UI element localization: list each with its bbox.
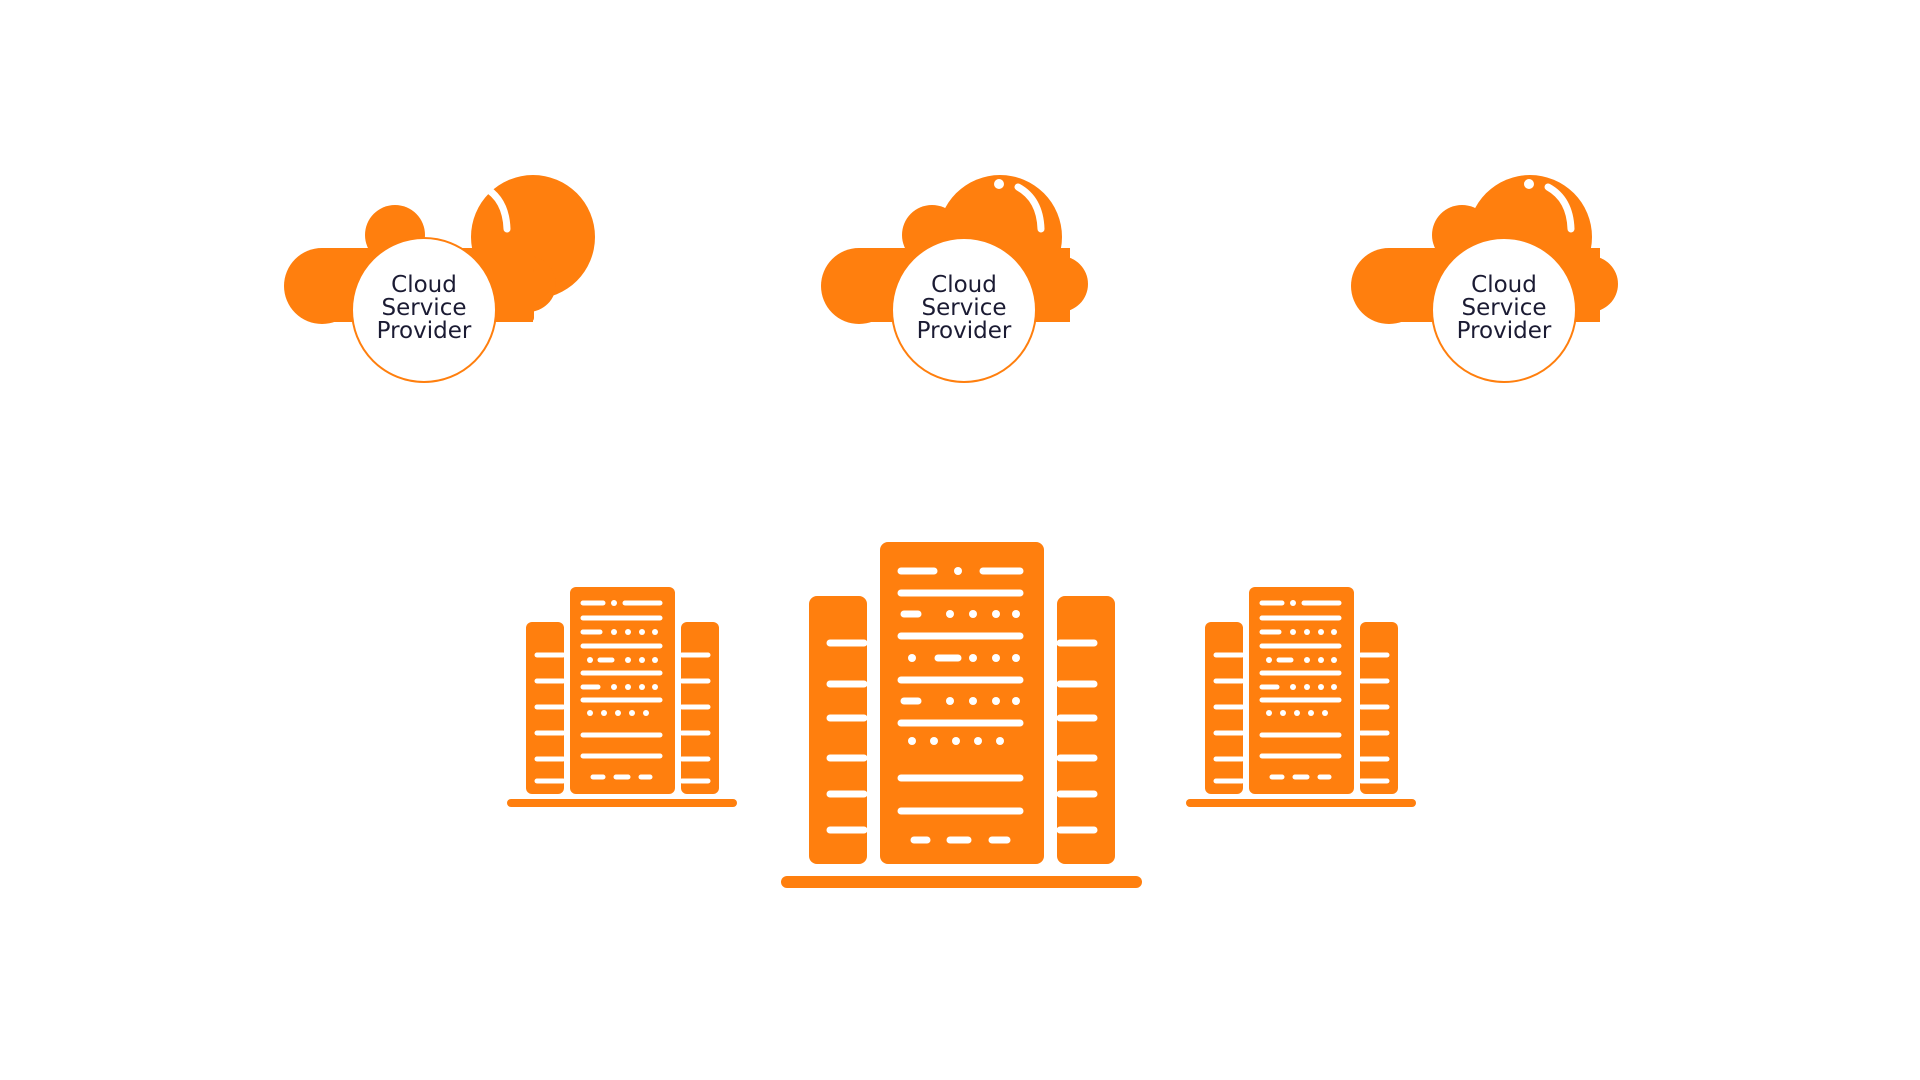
- cloud-label-line: Provider: [376, 318, 472, 344]
- cloud-label: Cloud Service Provider: [899, 274, 1029, 343]
- cloud-label-line: Provider: [916, 318, 1012, 344]
- cloud-label-line: Service: [1461, 295, 1547, 321]
- cloud-label: Cloud Service Provider: [359, 274, 489, 343]
- cloud-label-line: Service: [921, 295, 1007, 321]
- cloud-label-line: Cloud: [931, 272, 997, 298]
- cloud-label-line: Service: [381, 295, 467, 321]
- cloud-label-line: Provider: [1456, 318, 1552, 344]
- cloud-label: Cloud Service Provider: [1439, 274, 1569, 343]
- cloud-label-line: Cloud: [391, 272, 457, 298]
- cloud-label-line: Cloud: [1471, 272, 1537, 298]
